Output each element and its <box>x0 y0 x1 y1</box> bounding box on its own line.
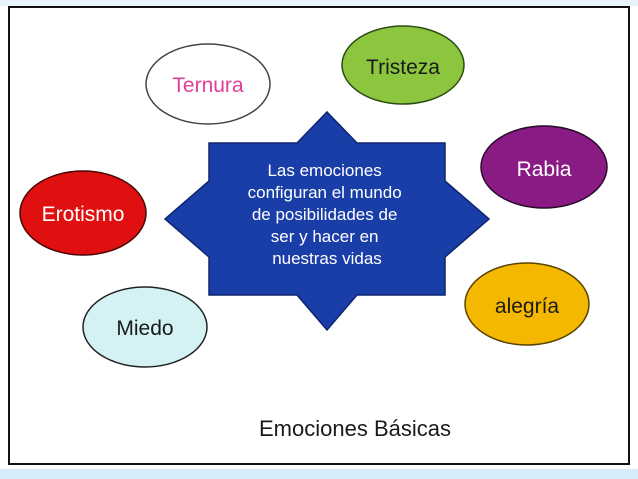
emotion-rabia: Rabia <box>480 125 608 209</box>
center-line-4: ser y hacer en <box>271 227 379 246</box>
center-text: Las emociones configuran el mundo de pos… <box>248 161 407 268</box>
emotion-tristeza: Tristeza <box>341 25 465 105</box>
emotion-erotismo: Erotismo <box>19 170 147 256</box>
center-line-3: de posibilidades de <box>252 205 398 224</box>
bottom-border-strip <box>0 469 638 479</box>
emotion-ellipse <box>341 25 465 105</box>
emotion-label: Ternura <box>172 74 244 97</box>
emotion-label: Miedo <box>116 317 173 340</box>
diagram-caption: Emociones Básicas <box>259 416 451 441</box>
emotion-ellipse <box>145 43 271 125</box>
emotion-ellipse <box>480 125 608 209</box>
emotion-ellipse <box>82 286 208 368</box>
emotion-ellipse <box>19 170 147 256</box>
emotion-ternura: Ternura <box>145 43 271 125</box>
top-border-strip <box>0 0 638 6</box>
center-line-5: nuestras vidas <box>272 249 382 268</box>
center-line-2: configuran el mundo <box>248 183 402 202</box>
emotion-label: Erotismo <box>42 203 125 226</box>
emotion-label: Tristeza <box>366 56 440 79</box>
center-line-1: Las emociones <box>267 161 381 180</box>
emotion-label: Rabia <box>517 158 572 181</box>
emotion-ellipse <box>464 262 590 346</box>
emotion-miedo: Miedo <box>82 286 208 368</box>
center-star <box>163 110 491 332</box>
emotion-label: alegría <box>495 295 560 318</box>
emotion-alegria: alegría <box>464 262 590 346</box>
